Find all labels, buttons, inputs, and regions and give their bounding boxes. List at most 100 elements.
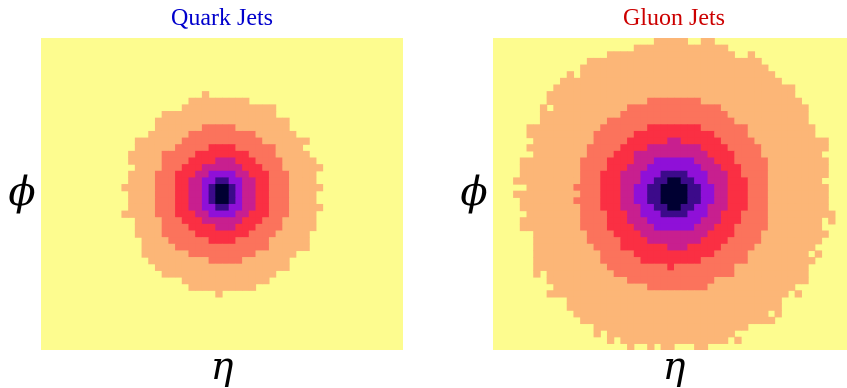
heatmap-cell (302, 164, 310, 172)
heatmap-cell (653, 57, 662, 66)
heatmap-cell (586, 64, 595, 72)
heatmap-cell (134, 184, 143, 192)
heatmap-cell (613, 150, 621, 159)
heatmap-cell (694, 330, 702, 338)
heatmap-cell (694, 210, 702, 218)
heatmap-cell (566, 237, 575, 245)
heatmap-cell (208, 117, 216, 125)
heatmap-cell (633, 263, 642, 271)
heatmap-cell (680, 290, 688, 298)
heatmap-cell (526, 184, 534, 192)
heatmap-cell (566, 177, 575, 185)
heatmap-cell (600, 91, 608, 99)
heatmap-cell (633, 57, 642, 66)
heatmap-cell (808, 197, 816, 205)
heatmap-cell (580, 290, 588, 298)
heatmap-cell (747, 257, 756, 265)
heatmap-cell (560, 170, 568, 179)
heatmap-cell (573, 237, 581, 245)
heatmap-cell (727, 243, 735, 252)
heatmap-cell (781, 197, 789, 205)
heatmap-cell (741, 57, 749, 66)
heatmap-cell (620, 270, 628, 278)
heatmap-cell (620, 150, 628, 159)
heatmap-cell (620, 91, 628, 99)
heatmap-cell (539, 177, 548, 185)
heatmap-cell (734, 137, 742, 145)
heatmap-cell (714, 130, 722, 139)
heatmap-cell (593, 223, 601, 232)
heatmap-cell (747, 164, 756, 172)
heatmap-cell (539, 170, 548, 179)
heatmap-cell (208, 97, 216, 105)
heatmap-cell (674, 243, 682, 252)
heatmap-cell (660, 217, 668, 225)
heatmap-cell (754, 230, 762, 238)
heatmap-cell (674, 117, 682, 125)
heatmap-cell (235, 230, 243, 238)
heatmap-cell (660, 237, 668, 245)
heatmap-cell (660, 97, 668, 105)
gluon-jets-panel: Gluon Jets ϕ η (452, 0, 847, 388)
heatmap-cell (747, 77, 756, 86)
heatmap-cell (741, 263, 749, 271)
heatmap-cell (580, 230, 588, 238)
heatmap-cell (727, 310, 735, 318)
heatmap-cell (707, 296, 715, 305)
heatmap-cell (613, 263, 621, 271)
heatmap-cell (761, 217, 769, 225)
heatmap-cell (201, 124, 210, 132)
heatmap-cell (633, 303, 642, 311)
heatmap-cell (228, 237, 236, 245)
heatmap-cell (720, 263, 729, 271)
heatmap-cell (606, 270, 615, 278)
heatmap-cell (781, 84, 789, 92)
heatmap-cell (255, 164, 263, 172)
heatmap-cell (734, 210, 742, 218)
heatmap-cell (208, 257, 216, 265)
heatmap-cell (606, 144, 615, 152)
heatmap-cell (526, 210, 534, 218)
heatmap-cell (674, 190, 682, 198)
heatmap-cell (687, 44, 695, 52)
heatmap-cell (627, 243, 635, 252)
heatmap-cell (720, 203, 729, 212)
heatmap-cell (653, 323, 662, 331)
heatmap-cell (821, 170, 829, 179)
heatmap-cell (633, 296, 642, 305)
heatmap-cell (606, 177, 615, 185)
heatmap-cell (215, 270, 223, 278)
heatmap-cell (821, 144, 829, 152)
heatmap-cell (801, 177, 809, 185)
heatmap-cell (302, 177, 310, 185)
heatmap-cell (754, 270, 762, 278)
heatmap-cell (647, 130, 655, 139)
heatmap-cell (262, 237, 270, 245)
heatmap-cell (526, 157, 534, 165)
heatmap-cell (761, 250, 769, 258)
heatmap-cell (620, 250, 628, 258)
heatmap-cell (593, 170, 601, 179)
heatmap-cell (566, 223, 575, 232)
heatmap-cell (573, 130, 581, 139)
heatmap-cell (640, 44, 648, 52)
heatmap-cell (814, 184, 823, 192)
heatmap-cell (633, 84, 642, 92)
heatmap-cell (700, 57, 709, 66)
heatmap-cell (154, 130, 163, 139)
heatmap-cell (707, 150, 715, 159)
heatmap-cell (714, 97, 722, 105)
heatmap-cell (707, 104, 715, 112)
heatmap-cell (154, 170, 163, 179)
heatmap-cell (814, 250, 823, 258)
heatmap-cell (714, 283, 722, 291)
heatmap-cell (235, 177, 243, 185)
heatmap-cell (248, 203, 257, 212)
heatmap-cell (687, 237, 695, 245)
heatmap-cell (566, 137, 575, 145)
heatmap-cell (161, 164, 169, 172)
heatmap-cell (674, 130, 682, 139)
heatmap-cell (208, 144, 216, 152)
heatmap-cell (606, 283, 615, 291)
heatmap-cell (175, 257, 183, 265)
